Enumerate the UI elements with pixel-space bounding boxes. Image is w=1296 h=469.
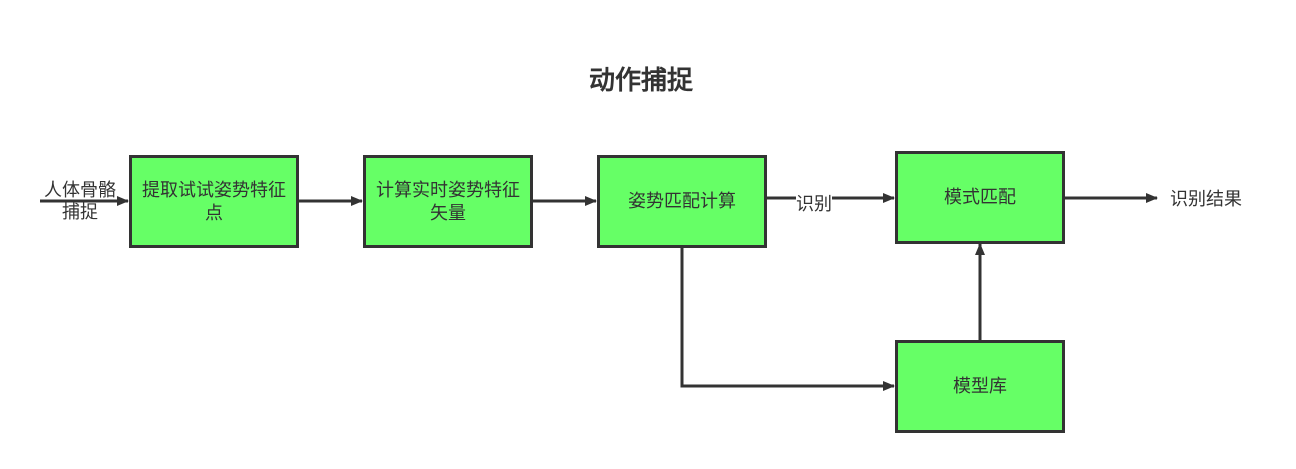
node-posture-match-compute-label: 姿势匹配计算 xyxy=(628,191,736,212)
input-label-line1: 人体骨骼 xyxy=(44,180,116,201)
result-label: 识别结果 xyxy=(1170,189,1242,210)
node-model-library-label: 模型库 xyxy=(953,376,1007,397)
input-label: 人体骨骼 捕捉 xyxy=(38,180,122,224)
node-pattern-match[interactable]: 模式匹配 xyxy=(895,151,1065,244)
node-compute-feature-vector-label: 计算实时姿势特征矢量 xyxy=(376,179,520,224)
node-model-library[interactable]: 模型库 xyxy=(895,340,1065,433)
node-extract-feature-points[interactable]: 提取试试姿势特征点 xyxy=(129,155,299,248)
node-pattern-match-label: 模式匹配 xyxy=(944,187,1016,208)
input-label-line2: 捕捉 xyxy=(62,202,98,223)
node-extract-feature-points-label: 提取试试姿势特征点 xyxy=(142,179,286,224)
diagram-title: 动作捕捉 xyxy=(588,66,693,96)
arrow-posture-match-to-model-lib xyxy=(680,247,895,391)
node-posture-match-compute[interactable]: 姿势匹配计算 xyxy=(597,155,767,248)
node-compute-feature-vector[interactable]: 计算实时姿势特征矢量 xyxy=(363,155,533,248)
recognize-edge-label: 识别 xyxy=(796,194,832,216)
